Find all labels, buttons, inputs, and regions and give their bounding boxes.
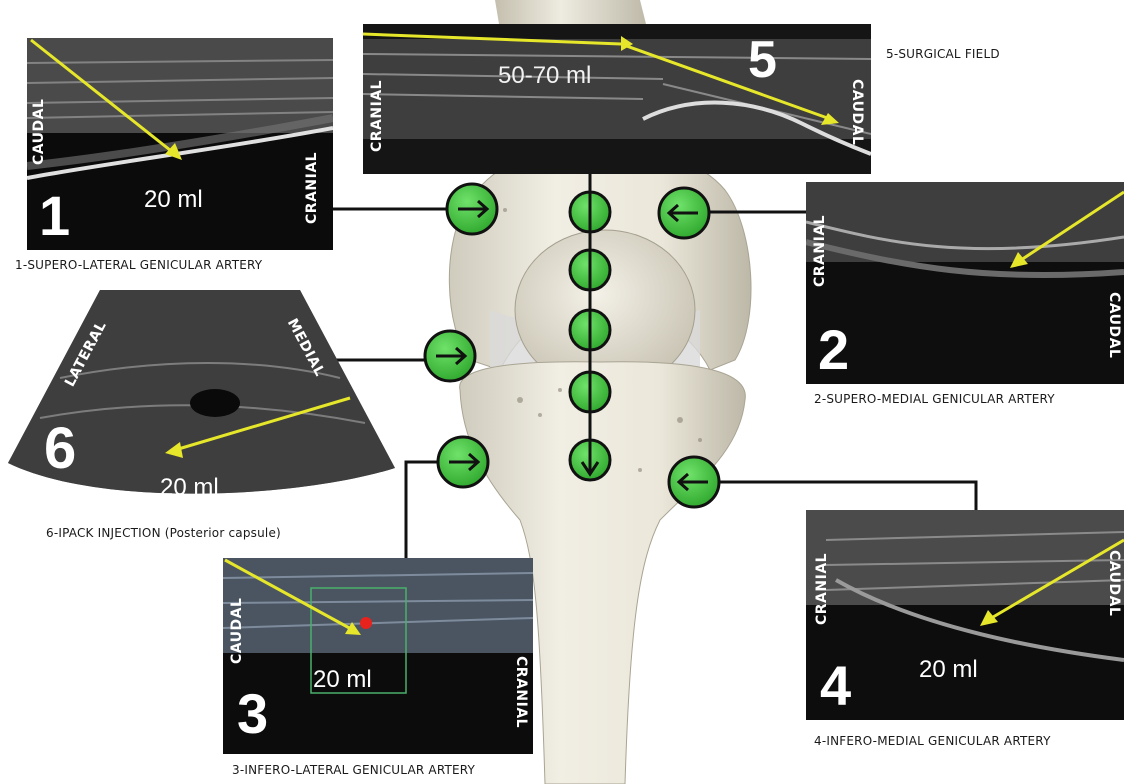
- panel-3-caption: 3-INFERO-LATERAL GENICULAR ARTERY: [232, 763, 475, 777]
- panel-4-orientation-left: CRANIAL: [814, 553, 830, 625]
- ultrasound-panel-3: 3 20 ml CAUDAL CRANIAL: [223, 558, 533, 754]
- ultrasound-panel-2: 2 CRANIAL CAUDAL: [806, 182, 1124, 384]
- panel-3-number: 3: [237, 686, 268, 742]
- panel-1-number: 1: [39, 188, 70, 244]
- panel-5-volume: 50-70 ml: [498, 62, 591, 90]
- panel-1-caption: 1-SUPERO-LATERAL GENICULAR ARTERY: [15, 258, 262, 272]
- ultrasound-panel-5: 5 50-70 ml CRANIAL CAUDAL: [363, 24, 871, 174]
- panel-3-volume: 20 ml: [313, 666, 372, 694]
- panel-4-orientation-right: CAUDAL: [1106, 550, 1122, 616]
- panel-4-volume: 20 ml: [919, 656, 978, 684]
- marker-4: [669, 457, 719, 507]
- panel-2-orientation-left: CRANIAL: [812, 215, 828, 287]
- panel-5-number: 5: [748, 34, 777, 86]
- panel-6-number: 6: [44, 420, 76, 478]
- connector-3: [406, 462, 440, 558]
- panel-6-volume: 20 ml: [160, 474, 219, 502]
- marker-3: [438, 437, 488, 487]
- panel-2-caption: 2-SUPERO-MEDIAL GENICULAR ARTERY: [814, 392, 1055, 406]
- panel-3-orientation-left: CAUDAL: [229, 598, 245, 664]
- marker-6: [425, 331, 475, 381]
- panel-4-caption: 4-INFERO-MEDIAL GENICULAR ARTERY: [814, 734, 1051, 748]
- panel-5-orientation-right: CAUDAL: [849, 79, 865, 145]
- panel-5-orientation-left: CRANIAL: [369, 80, 385, 152]
- marker-1: [447, 184, 497, 234]
- ultrasound-panel-1: 1 20 ml CAUDAL CRANIAL: [27, 38, 333, 250]
- panel-3-orientation-right: CRANIAL: [513, 656, 529, 728]
- panel-1-orientation-right: CRANIAL: [304, 152, 320, 224]
- panel-1-volume: 20 ml: [144, 186, 203, 214]
- panel-4-number: 4: [820, 658, 851, 714]
- marker-2: [659, 188, 709, 238]
- connector-4: [710, 482, 976, 510]
- panel-5-caption: 5-SURGICAL FIELD: [886, 47, 1000, 61]
- panel-1-orientation-left: CAUDAL: [31, 99, 47, 165]
- ultrasound-panel-4: 4 20 ml CRANIAL CAUDAL: [806, 510, 1124, 720]
- panel-2-number: 2: [818, 322, 849, 378]
- panel-2-orientation-right: CAUDAL: [1106, 292, 1122, 358]
- panel-6-caption: 6-IPACK INJECTION (Posterior capsule): [46, 526, 281, 540]
